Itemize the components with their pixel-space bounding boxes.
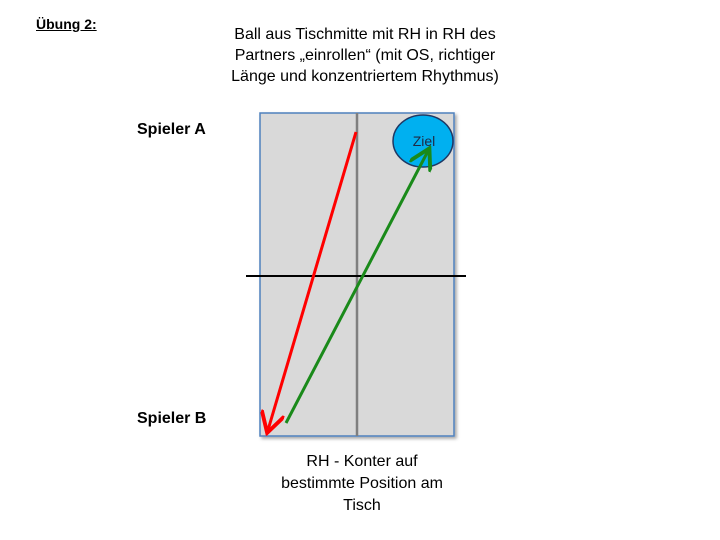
red-arrow xyxy=(268,131,358,430)
title-line-2: Partners „einrollen“ (mit OS, richtiger xyxy=(234,47,496,64)
caption-line-1: RH - Konter auf xyxy=(306,453,418,470)
exercise-title: Ball aus Tischmitte mit RH in RH des Par… xyxy=(190,24,540,87)
title-line-1: Ball aus Tischmitte mit RH in RH des xyxy=(234,26,496,43)
player-a-label: Spieler A xyxy=(137,121,206,138)
target-label: Ziel xyxy=(413,133,436,149)
green-arrow xyxy=(284,151,428,424)
title-line-3: Länge und konzentriertem Rhythmus) xyxy=(231,68,499,85)
caption-line-2: bestimmte Position am xyxy=(281,475,443,492)
caption-line-3: Tisch xyxy=(343,497,381,514)
player-b-label: Spieler B xyxy=(137,410,207,427)
exercise-label: Übung 2: xyxy=(36,16,97,32)
caption: RH - Konter auf bestimmte Position am Ti… xyxy=(262,451,462,517)
